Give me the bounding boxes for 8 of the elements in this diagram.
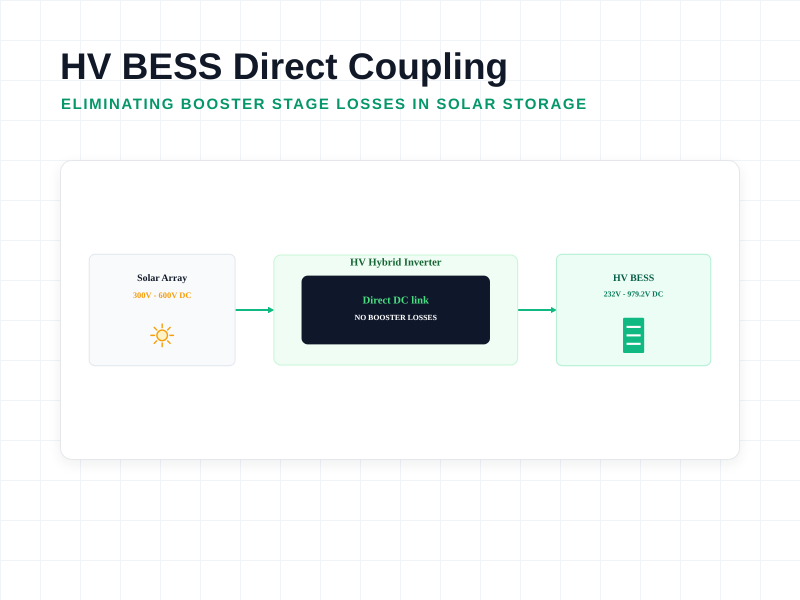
arrow — [518, 306, 557, 314]
node-box — [302, 276, 490, 344]
node-box — [88, 254, 236, 366]
cluster — [273, 254, 518, 366]
subtitle: ELIMINATING BOOSTER STAGE LOSSES IN SOLAR STORAGE — [61, 95, 588, 115]
arrow — [235, 306, 274, 314]
node-box — [556, 254, 712, 366]
title: HV BESS Direct Coupling — [60, 45, 508, 89]
